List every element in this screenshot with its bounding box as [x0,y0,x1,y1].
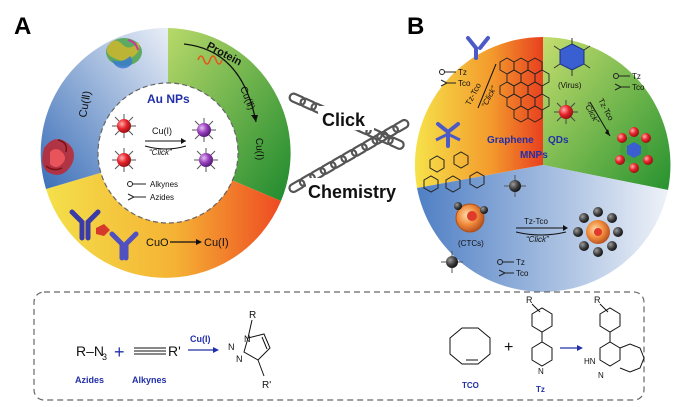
qd-red-nanoparticle-icon [554,100,578,124]
mnp-reverse-arrow [515,231,567,236]
reaction-box-border [33,291,645,401]
panel-a: A Cu(Ⅱ) Protein Cu(Ⅱ) Cu(Ⅰ) Au NPs [14,13,291,278]
panel-a-cu-arc-arrow [183,43,257,123]
panel-a-cu2-label: Cu(Ⅱ) [77,90,93,118]
graphene-label: Graphene [487,135,534,146]
qds-label: QDs [548,135,569,146]
azide-formula-subscript: 3 [102,352,107,362]
panel-a-cuo-product: Cu(Ⅰ) [204,237,229,249]
mnp-top-icon [504,175,526,197]
azides-caption: Azides [75,375,104,385]
panel-b-letter: B [407,13,424,40]
click-text-backdrop [318,106,374,130]
mnp-bottom-icon [441,251,463,273]
product-r: R [594,295,601,305]
product-hn: HN [584,357,596,366]
tz-caption: Tz [536,385,545,394]
plus-sign-1: + [114,342,125,362]
panel-a-letter: A [14,13,31,40]
panel-a-cuo-label: CuO [146,237,169,249]
antibody-icon [69,209,110,241]
mnp-tz-label: Tz [516,258,525,267]
alkyne-legend-icon [127,181,146,187]
triazole-r-prime: R' [262,380,271,391]
mnp-click-label: “Click” [526,235,549,244]
mnps-label: MNPs [520,150,548,161]
panel-a-inner-circle [97,82,239,224]
azide-formula: R–N [76,343,104,359]
ctcs-label: (CTCs) [458,239,484,248]
qds-tz-label: Tz [632,72,641,81]
qds-arrow [589,101,611,137]
graphene-sheet-icon [499,57,550,123]
au-np-purple-1-icon [192,118,216,142]
panel-b-tco-label: Tco [458,79,471,88]
plus-sign-2: + [504,339,513,356]
protein-coil-icon [197,55,223,65]
iedda-product-icon [599,303,645,373]
triazole-n1: N [244,334,251,344]
antibody-bound-icon [109,231,139,261]
alkynes-caption: Alkynes [132,375,167,385]
ctc-cell-icon [454,202,488,233]
au-np-purple-2-icon [194,148,218,172]
tz-tco-legend-mnps [497,259,514,277]
au-np-red-2-icon [112,148,136,172]
tco-caption: TCO [462,381,479,390]
panel-b: B Tz Tco Tz-Tco “Click” [407,13,671,292]
panel-b-tz-label: Tz [458,68,467,77]
tz-r: R [526,295,533,305]
triazole-n3: N [236,354,243,364]
panel-b-graphene-sector [414,36,543,189]
virus-label: (Virus) [558,81,582,90]
qds-tco-label: Tco [632,83,645,92]
panel-a-reverse-arrow [144,145,187,150]
mnp-tz-tco-label: Tz-Tco [524,217,549,226]
reaction-box: R–N 3 + R' Cu(I) Azides Alkynes R N N N … [33,291,645,401]
azide-legend-icon [127,193,146,201]
tetrazine-structure-icon [531,303,553,367]
product-n: N [598,371,604,380]
protein-structure-top-icon [106,38,142,69]
panel-a-cu1-catalyst: Cu(I) [152,126,172,136]
triazole-ring-icon [243,319,271,377]
protein-structure-bottom-icon [42,139,74,175]
triazole-n2: N [228,342,235,352]
au-np-red-1-icon [112,114,136,138]
legend-alkynes-label: Alkynes [150,180,178,189]
tz-tco-legend-qds [613,73,630,91]
panel-a-cu1-arrow-label: Cu(Ⅰ) [253,138,265,161]
graphene-arrow [477,63,497,109]
click-title: Click [322,110,366,130]
legend-azides-label: Azides [150,193,174,202]
benzene-ring-icons [423,151,485,193]
alkyne-bond-icon [134,347,166,355]
virus-qd-assembly-icon [615,127,653,173]
antibody-graphene-bottom-icon [435,122,461,148]
alkyne-r-prime: R' [168,343,181,359]
cu-catalyst-label: Cu(I) [190,334,211,344]
chemistry-title: Chemistry [308,182,396,202]
antibody-graphene-top-icon [466,36,490,60]
tco-ring-icon [449,327,491,365]
au-nps-title: Au NPs [147,92,190,106]
tz-tco-legend-graphene [439,69,456,87]
ctc-mnp-assembly-icon [573,207,623,257]
tz-n: N [538,367,544,376]
virus-icon [553,38,591,76]
panel-a-click-small: “Click” [149,148,172,157]
chemistry-text-backdrop [306,178,402,202]
triazole-r: R [249,310,256,321]
mnp-tco-label: Tco [516,269,529,278]
